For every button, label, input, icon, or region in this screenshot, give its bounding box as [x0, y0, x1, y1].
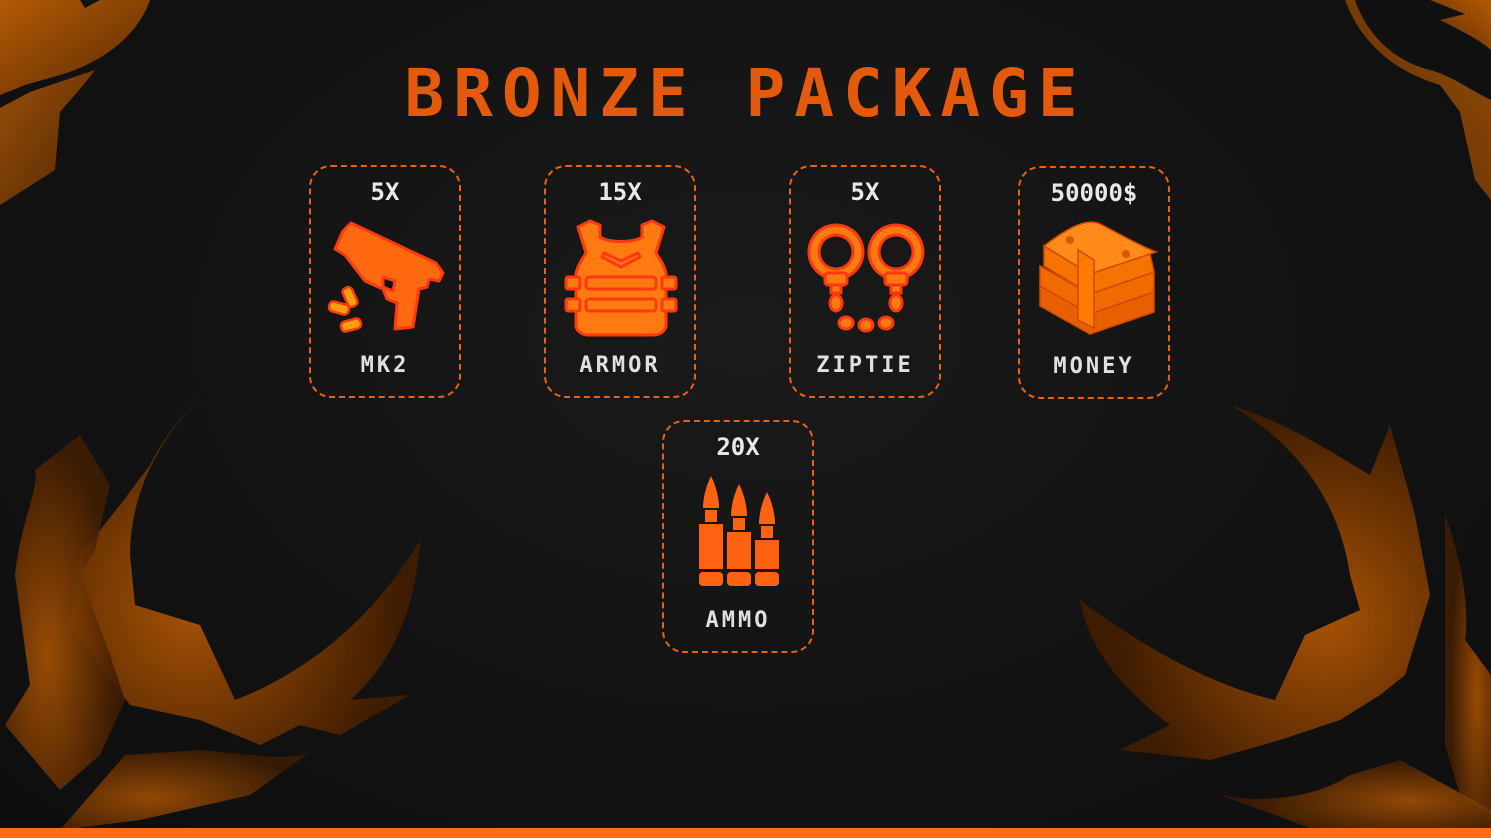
pistol-icon	[327, 221, 445, 333]
item-label: MONEY	[1053, 354, 1135, 379]
body-armor-icon	[564, 219, 678, 337]
item-label: ARMOR	[579, 353, 661, 378]
emblem-top-right-decoration	[1345, 0, 1491, 200]
handcuffs-icon	[807, 223, 925, 333]
emblem-bottom-left-decoration	[5, 375, 420, 830]
item-quantity: 5X	[370, 178, 400, 206]
item-quantity: 5X	[850, 178, 880, 206]
item-card-ziptie[interactable]: 5X ZIPTIE	[789, 165, 941, 398]
item-card-money[interactable]: 50000$ MONEY	[1018, 166, 1170, 399]
bullets-icon	[699, 476, 779, 586]
item-quantity: 50000$	[1050, 179, 1138, 207]
item-label: MK2	[360, 353, 410, 378]
page-title: BRONZE PACKAGE	[404, 55, 1087, 132]
item-card-ammo[interactable]: 20X AMMO	[662, 420, 814, 653]
emblem-top-left-decoration	[0, 0, 150, 205]
money-stack-icon	[1039, 221, 1159, 335]
item-card-armor[interactable]: 15X ARMOR	[544, 165, 696, 398]
item-label: ZIPTIE	[816, 353, 914, 378]
item-quantity: 15X	[598, 178, 642, 206]
item-card-mk2[interactable]: 5X MK2	[309, 165, 461, 398]
bottom-accent-bar	[0, 828, 1491, 838]
emblem-bottom-right-decoration	[1080, 405, 1491, 828]
item-label: AMMO	[705, 608, 771, 633]
item-quantity: 20X	[716, 433, 760, 461]
